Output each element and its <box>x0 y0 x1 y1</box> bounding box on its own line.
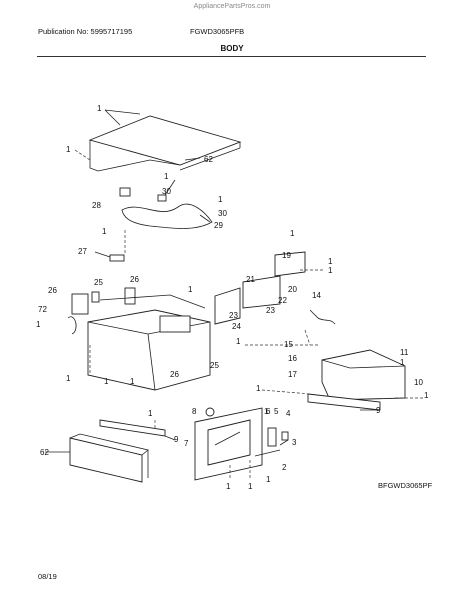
header-divider <box>37 56 426 57</box>
element-bracket-assembly-part <box>214 275 281 325</box>
callout-28: 28 <box>92 201 101 210</box>
callout-12: 14 <box>312 291 321 300</box>
callout-1: 1 <box>97 104 102 113</box>
callout-18: 20 <box>288 285 297 294</box>
callout-16: 17 <box>288 370 297 379</box>
callout-21: 23 <box>266 306 275 315</box>
callout-27: 27 <box>78 247 87 256</box>
callout-19: 22 <box>278 296 287 305</box>
callout-labels: 1 62 1 1 30 30 1 28 29 1 27 19 1 1 1 21 … <box>36 104 429 491</box>
callout-1: 1 <box>328 266 333 275</box>
panel-25-part <box>71 293 89 315</box>
callout-1: 1 <box>328 257 333 266</box>
callout-23: 25 <box>210 361 219 370</box>
callout-31: 62 <box>204 155 213 164</box>
publication-number: Publication No: 5995717195 <box>38 27 133 36</box>
top-cover-part <box>88 115 242 172</box>
callout-22: 24 <box>232 322 241 331</box>
heating-element-part <box>119 187 213 229</box>
callout-1: 1 <box>130 377 135 386</box>
callout-1: 1 <box>424 391 429 400</box>
callout-1: 1 <box>188 285 193 294</box>
switch-6-part <box>267 427 277 447</box>
bracket-17-part <box>274 251 306 277</box>
callout-1: 1 <box>226 482 231 491</box>
callout-15: 16 <box>288 354 297 363</box>
callout-1: 1 <box>236 337 241 346</box>
drawer-assembly-10-part <box>307 349 406 411</box>
callout-9: 9 <box>376 406 381 415</box>
callout-1: 1 <box>102 227 107 236</box>
diagram-code: BFGWD3065PF <box>378 481 433 490</box>
callout-1: 1 <box>248 482 253 491</box>
callout-10: 10 <box>414 378 423 387</box>
callout-1: 1 <box>104 377 109 386</box>
callout-14: 15 <box>284 340 293 349</box>
callout-7: 7 <box>184 439 189 448</box>
callout-30: 30 <box>162 187 171 196</box>
callout-30: 30 <box>218 209 227 218</box>
callout-72: 72 <box>38 305 47 314</box>
callout-1: 1 <box>148 409 153 418</box>
callout-1: 1 <box>36 320 41 329</box>
warmer-drawer-body-part <box>87 294 211 391</box>
callout-1: 1 <box>218 195 223 204</box>
callout-1: 1 <box>266 475 271 484</box>
callout-29: 29 <box>214 221 223 230</box>
drawer-front-62-part <box>69 433 149 483</box>
callout-3: 3 <box>292 438 297 447</box>
callout-26: 25 <box>94 278 103 287</box>
wire-72-part <box>67 316 77 335</box>
watermark: AppliancePartsPros.com <box>193 3 271 10</box>
clip-26-part <box>91 291 100 303</box>
callout-9: 9 <box>174 435 179 444</box>
callout-1: 1 <box>164 172 169 181</box>
knob-8-part <box>205 407 215 417</box>
callout-24: 26 <box>170 370 179 379</box>
callout-17: 19 <box>282 251 291 260</box>
callout-62: 62 <box>40 448 49 457</box>
callout-25: 26 <box>130 275 139 284</box>
callout-5: 5 <box>274 407 279 416</box>
callout-25: 26 <box>48 286 57 295</box>
callout-11: 11 <box>400 348 409 357</box>
callout-21: 23 <box>229 311 238 320</box>
section-title: BODY <box>220 44 244 53</box>
revision-date: 08/19 <box>38 572 57 581</box>
callout-1: 1 <box>400 358 405 367</box>
callout-1: 1 <box>264 407 269 416</box>
callout-1: 1 <box>256 384 261 393</box>
callout-6: 6 <box>266 407 271 416</box>
light-4-part <box>281 431 289 441</box>
callout-8: 8 <box>192 407 197 416</box>
leader-lines <box>45 109 425 480</box>
strip-2-part <box>254 449 281 457</box>
power-cord-12-part <box>309 309 336 325</box>
block-25-part <box>124 287 136 305</box>
callout-1: 1 <box>66 374 71 383</box>
callout-2: 2 <box>282 463 287 472</box>
callout-4: 4 <box>286 409 291 418</box>
door-frame-7-part <box>194 407 263 481</box>
bracket-27-part <box>109 254 125 262</box>
model-number: FGWD3065PFB <box>190 27 245 36</box>
callout-1: 1 <box>66 145 71 154</box>
callout-20: 21 <box>246 275 255 284</box>
callout-1: 1 <box>290 229 295 238</box>
